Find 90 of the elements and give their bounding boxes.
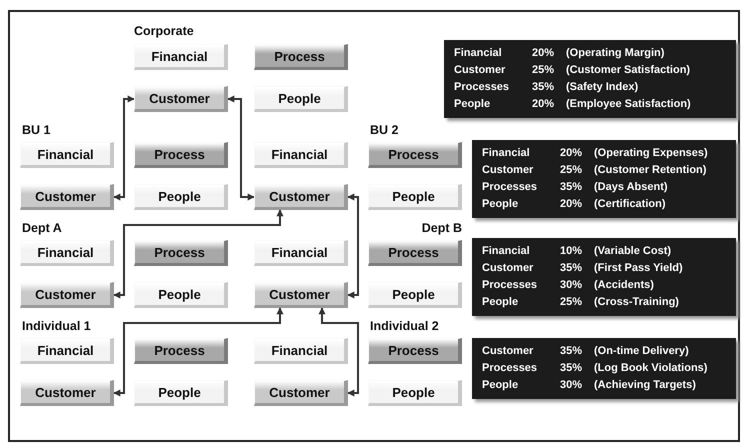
metric-name: Customer	[482, 163, 534, 178]
metric-description: (Operating Margin)	[566, 46, 666, 61]
double-arrow	[113, 307, 284, 396]
double-arrow	[113, 209, 284, 298]
metric-name: Customer	[482, 344, 534, 359]
double-arrow	[347, 194, 359, 298]
perspective-box: Financial	[254, 240, 348, 266]
perspective-box: Process	[134, 338, 228, 364]
metric-description: (Safety Index)	[566, 80, 640, 95]
metric-description: (Certification)	[594, 197, 666, 212]
metric-description: (First Pass Yield)	[594, 261, 684, 276]
double-arrow	[113, 96, 135, 200]
perspective-box: People	[368, 380, 462, 406]
perspective-box: Process	[368, 142, 462, 168]
weight-percent: 25%	[560, 295, 584, 310]
group-heading: Corporate	[134, 24, 194, 38]
weight-percent: 30%	[560, 278, 584, 293]
perspective-box: People	[134, 380, 228, 406]
perspective-box: People	[368, 184, 462, 210]
perspective-box: Financial	[134, 44, 228, 70]
perspective-box: Customer	[254, 282, 348, 308]
metric-description: (Days Absent)	[594, 180, 669, 195]
perspective-box: People	[134, 184, 228, 210]
weight-percent: 30%	[560, 378, 584, 393]
weight-percent: 25%	[532, 63, 556, 78]
weight-percent: 20%	[532, 46, 556, 61]
metric-name: Financial	[482, 146, 531, 161]
weight-percent: 35%	[560, 180, 584, 195]
perspective-box: Customer	[20, 282, 114, 308]
perspective-box: Process	[254, 44, 348, 70]
group-heading: Dept B	[422, 221, 462, 235]
perspective-box: Process	[134, 142, 228, 168]
group-heading: Individual 2	[370, 319, 439, 333]
metric-name: Processes	[482, 180, 538, 195]
metric-name: Processes	[482, 278, 538, 293]
metric-description: (Customer Satisfaction)	[566, 63, 692, 78]
weight-percent: 10%	[560, 244, 584, 259]
metrics-panel	[472, 140, 736, 218]
perspective-box: Customer	[134, 86, 228, 112]
metric-name: People	[482, 378, 520, 393]
group-heading: BU 2	[370, 123, 398, 137]
metric-description: (Cross-Training)	[594, 295, 680, 310]
metric-description: (Achieving Targets)	[594, 378, 697, 393]
weight-percent: 35%	[560, 344, 584, 359]
perspective-box: People	[254, 86, 348, 112]
perspective-box: Process	[368, 240, 462, 266]
metric-name: People	[482, 295, 520, 310]
perspective-box: Financial	[20, 240, 114, 266]
metric-description: (Log Book Violations)	[594, 361, 708, 376]
weight-percent: 20%	[560, 197, 584, 212]
metric-description: (Customer Retention)	[594, 163, 708, 178]
weight-percent: 35%	[560, 361, 584, 376]
metric-description: (On-time Delivery)	[594, 344, 690, 359]
metrics-panel	[472, 338, 736, 399]
perspective-box: Financial	[20, 142, 114, 168]
group-heading: Individual 1	[22, 319, 91, 333]
perspective-box: Financial	[254, 338, 348, 364]
double-arrow	[227, 96, 255, 200]
perspective-box: Customer	[20, 184, 114, 210]
metric-name: Financial	[482, 244, 531, 259]
metric-description: (Operating Expenses)	[594, 146, 709, 161]
perspective-box: Process	[134, 240, 228, 266]
metrics-panel	[472, 238, 736, 316]
metric-description: (Variable Cost)	[594, 244, 672, 259]
metric-name: Financial	[454, 46, 503, 61]
metric-description: (Employee Satisfaction)	[566, 97, 692, 112]
perspective-box: Process	[368, 338, 462, 364]
perspective-box: Financial	[20, 338, 114, 364]
metric-name: Processes	[454, 80, 510, 95]
double-arrow	[318, 307, 359, 396]
perspective-box: Customer	[254, 184, 348, 210]
metric-description: (Accidents)	[594, 278, 655, 293]
weight-percent: 20%	[560, 146, 584, 161]
metrics-panel	[444, 40, 736, 118]
perspective-box: People	[368, 282, 462, 308]
perspective-box: People	[134, 282, 228, 308]
group-heading: Dept A	[22, 221, 62, 235]
metric-name: People	[482, 197, 520, 212]
weight-percent: 25%	[560, 163, 584, 178]
group-heading: BU 1	[22, 123, 50, 137]
perspective-box: Customer	[254, 380, 348, 406]
metric-name: Customer	[482, 261, 534, 276]
weight-percent: 35%	[532, 80, 556, 95]
perspective-box: Financial	[254, 142, 348, 168]
perspective-box: Customer	[20, 380, 114, 406]
metric-name: Customer	[454, 63, 506, 78]
weight-percent: 20%	[532, 97, 556, 112]
weight-percent: 35%	[560, 261, 584, 276]
metric-name: People	[454, 97, 492, 112]
metric-name: Processes	[482, 361, 538, 376]
